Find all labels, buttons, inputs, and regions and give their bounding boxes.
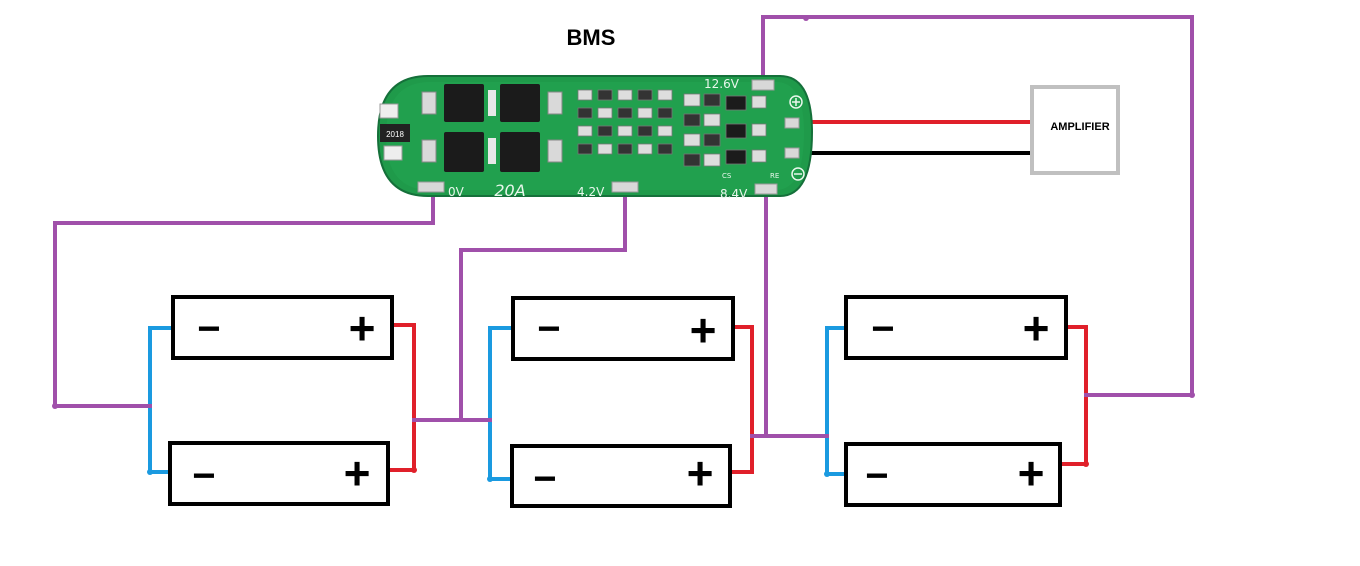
- terminal-label-0v: 0V: [448, 185, 465, 199]
- balance-wire-12-6v: [761, 15, 1194, 397]
- positive-wire-group-1: [388, 323, 416, 472]
- negative-wire-group-3: [825, 326, 848, 476]
- current-rating: 20A: [494, 181, 525, 200]
- shunt-resistor: 2018: [379, 103, 410, 161]
- minus-sign: −: [192, 454, 215, 498]
- wires: [53, 15, 1194, 481]
- terminal-pads: [417, 79, 800, 195]
- minus-sign: −: [197, 307, 220, 351]
- minus-sign: −: [537, 307, 560, 351]
- battery-cell: [511, 296, 735, 361]
- amplifier-box: AMPLIFIER: [1030, 85, 1120, 175]
- negative-wire-group-2: [488, 326, 515, 481]
- plus-sign: +: [1023, 302, 1050, 354]
- minus-sign: −: [533, 457, 556, 501]
- smd-components: [577, 89, 767, 167]
- plus-sign: +: [687, 447, 714, 499]
- battery-cell: [844, 295, 1068, 360]
- plus-sign: +: [1018, 447, 1045, 499]
- balance-wire-0v: [53, 186, 435, 408]
- junction-dots: [52, 15, 1195, 409]
- terminal-label-4-2v: 4.2V: [577, 185, 605, 199]
- plus-sign: +: [344, 447, 371, 499]
- red-junction-dots: [411, 461, 1089, 473]
- re-label: RE: [770, 172, 779, 180]
- cs-label: CS: [722, 172, 732, 180]
- amplifier-label: AMPLIFIER: [1050, 121, 1109, 133]
- cell-signs: − + − + − + − + − + − +: [192, 302, 1049, 501]
- mosfets: [421, 84, 563, 172]
- board-polarity-symbols: [789, 95, 805, 181]
- positive-wire-group-2: [728, 325, 754, 474]
- battery-cell: [510, 444, 732, 508]
- battery-cell: [168, 441, 390, 506]
- battery-cell: [844, 442, 1062, 507]
- balance-wire-8-4v: [750, 188, 768, 438]
- blue-junction-dots: [147, 469, 830, 482]
- plus-sign: +: [349, 302, 376, 354]
- minus-sign: −: [865, 454, 888, 498]
- bms-board: 2018: [376, 75, 814, 201]
- negative-wire-group-1: [148, 326, 174, 474]
- battery-cell: [171, 295, 394, 360]
- terminal-label-12-6v: 12.6V: [704, 77, 740, 91]
- plus-sign: +: [690, 304, 717, 356]
- diagram-title: BMS: [567, 25, 616, 50]
- minus-sign: −: [871, 307, 894, 351]
- terminal-label-8-4v: 8.4V: [720, 187, 748, 201]
- svg-text:2018: 2018: [386, 130, 404, 139]
- battery-cells: [168, 295, 1068, 508]
